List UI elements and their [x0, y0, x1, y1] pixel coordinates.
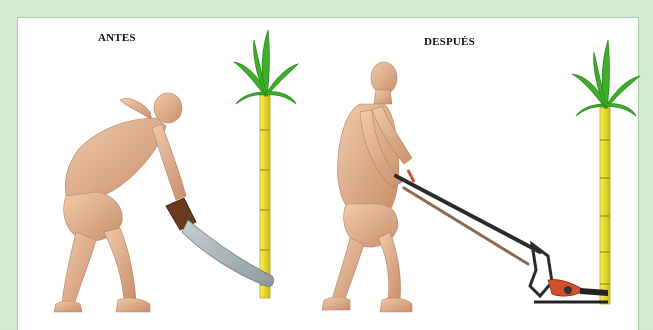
sugarcane-right — [572, 40, 640, 304]
figure-after — [322, 62, 412, 312]
figure-before — [54, 93, 186, 312]
cutting-tool-icon — [396, 170, 608, 302]
machete-icon — [166, 198, 274, 286]
sugarcane-left — [234, 30, 298, 298]
